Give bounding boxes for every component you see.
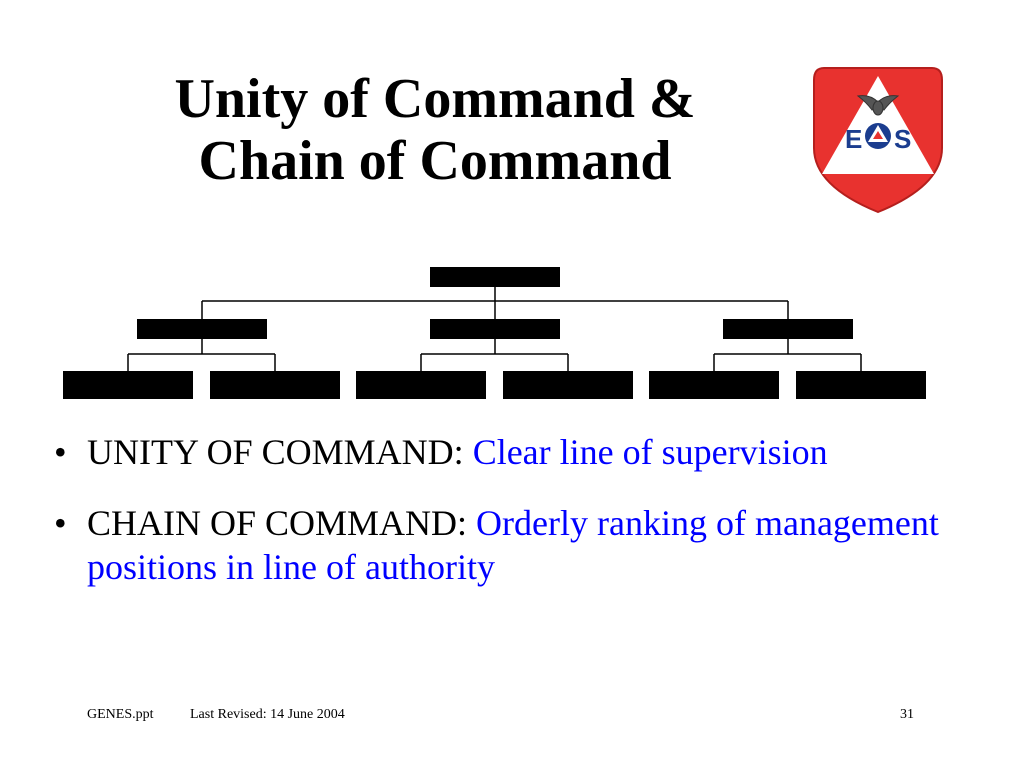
cap-emblem-icon [865,123,891,149]
logo-letter-e: E [845,124,862,154]
org-box-bottom [796,371,926,399]
footer-file-name: GENES.ppt [87,707,154,722]
bullet-dot-icon: • [54,503,67,543]
bullet-description: Clear line of supervision [472,432,828,472]
bullet-chain-of-command: • CHAIN OF COMMAND: Orderly ranking of m… [52,501,952,589]
bullet-description: Orderly ranking of management positions … [87,503,939,587]
org-box-middle [723,319,853,339]
org-box-bottom [649,371,779,399]
org-box-middle [430,319,560,339]
es-shield-logo-icon: E S [813,67,943,214]
bullet-dot-icon: • [54,432,67,472]
org-box-bottom [63,371,193,399]
org-box-bottom [210,371,340,399]
bullet-list: • UNITY OF COMMAND: Clear line of superv… [52,430,952,616]
bullet-term: CHAIN OF COMMAND: [87,503,468,543]
bullet-term: UNITY OF COMMAND: [87,432,464,472]
org-box-bottom [503,371,633,399]
org-box-bottom [356,371,486,399]
eagle-icon [856,95,900,116]
logo-letter-s: S [894,124,911,154]
title-line-2: Chain of Command [198,130,672,192]
bullet-unity-of-command: • UNITY OF COMMAND: Clear line of superv… [52,430,952,474]
footer-page-number: 31 [900,707,914,722]
slide-title: Unity of Command & Chain of Command [100,68,770,192]
title-line-1: Unity of Command & [174,68,696,130]
org-box-middle [137,319,267,339]
footer-last-revised: Last Revised: 14 June 2004 [190,707,345,722]
org-box-top [430,267,560,287]
